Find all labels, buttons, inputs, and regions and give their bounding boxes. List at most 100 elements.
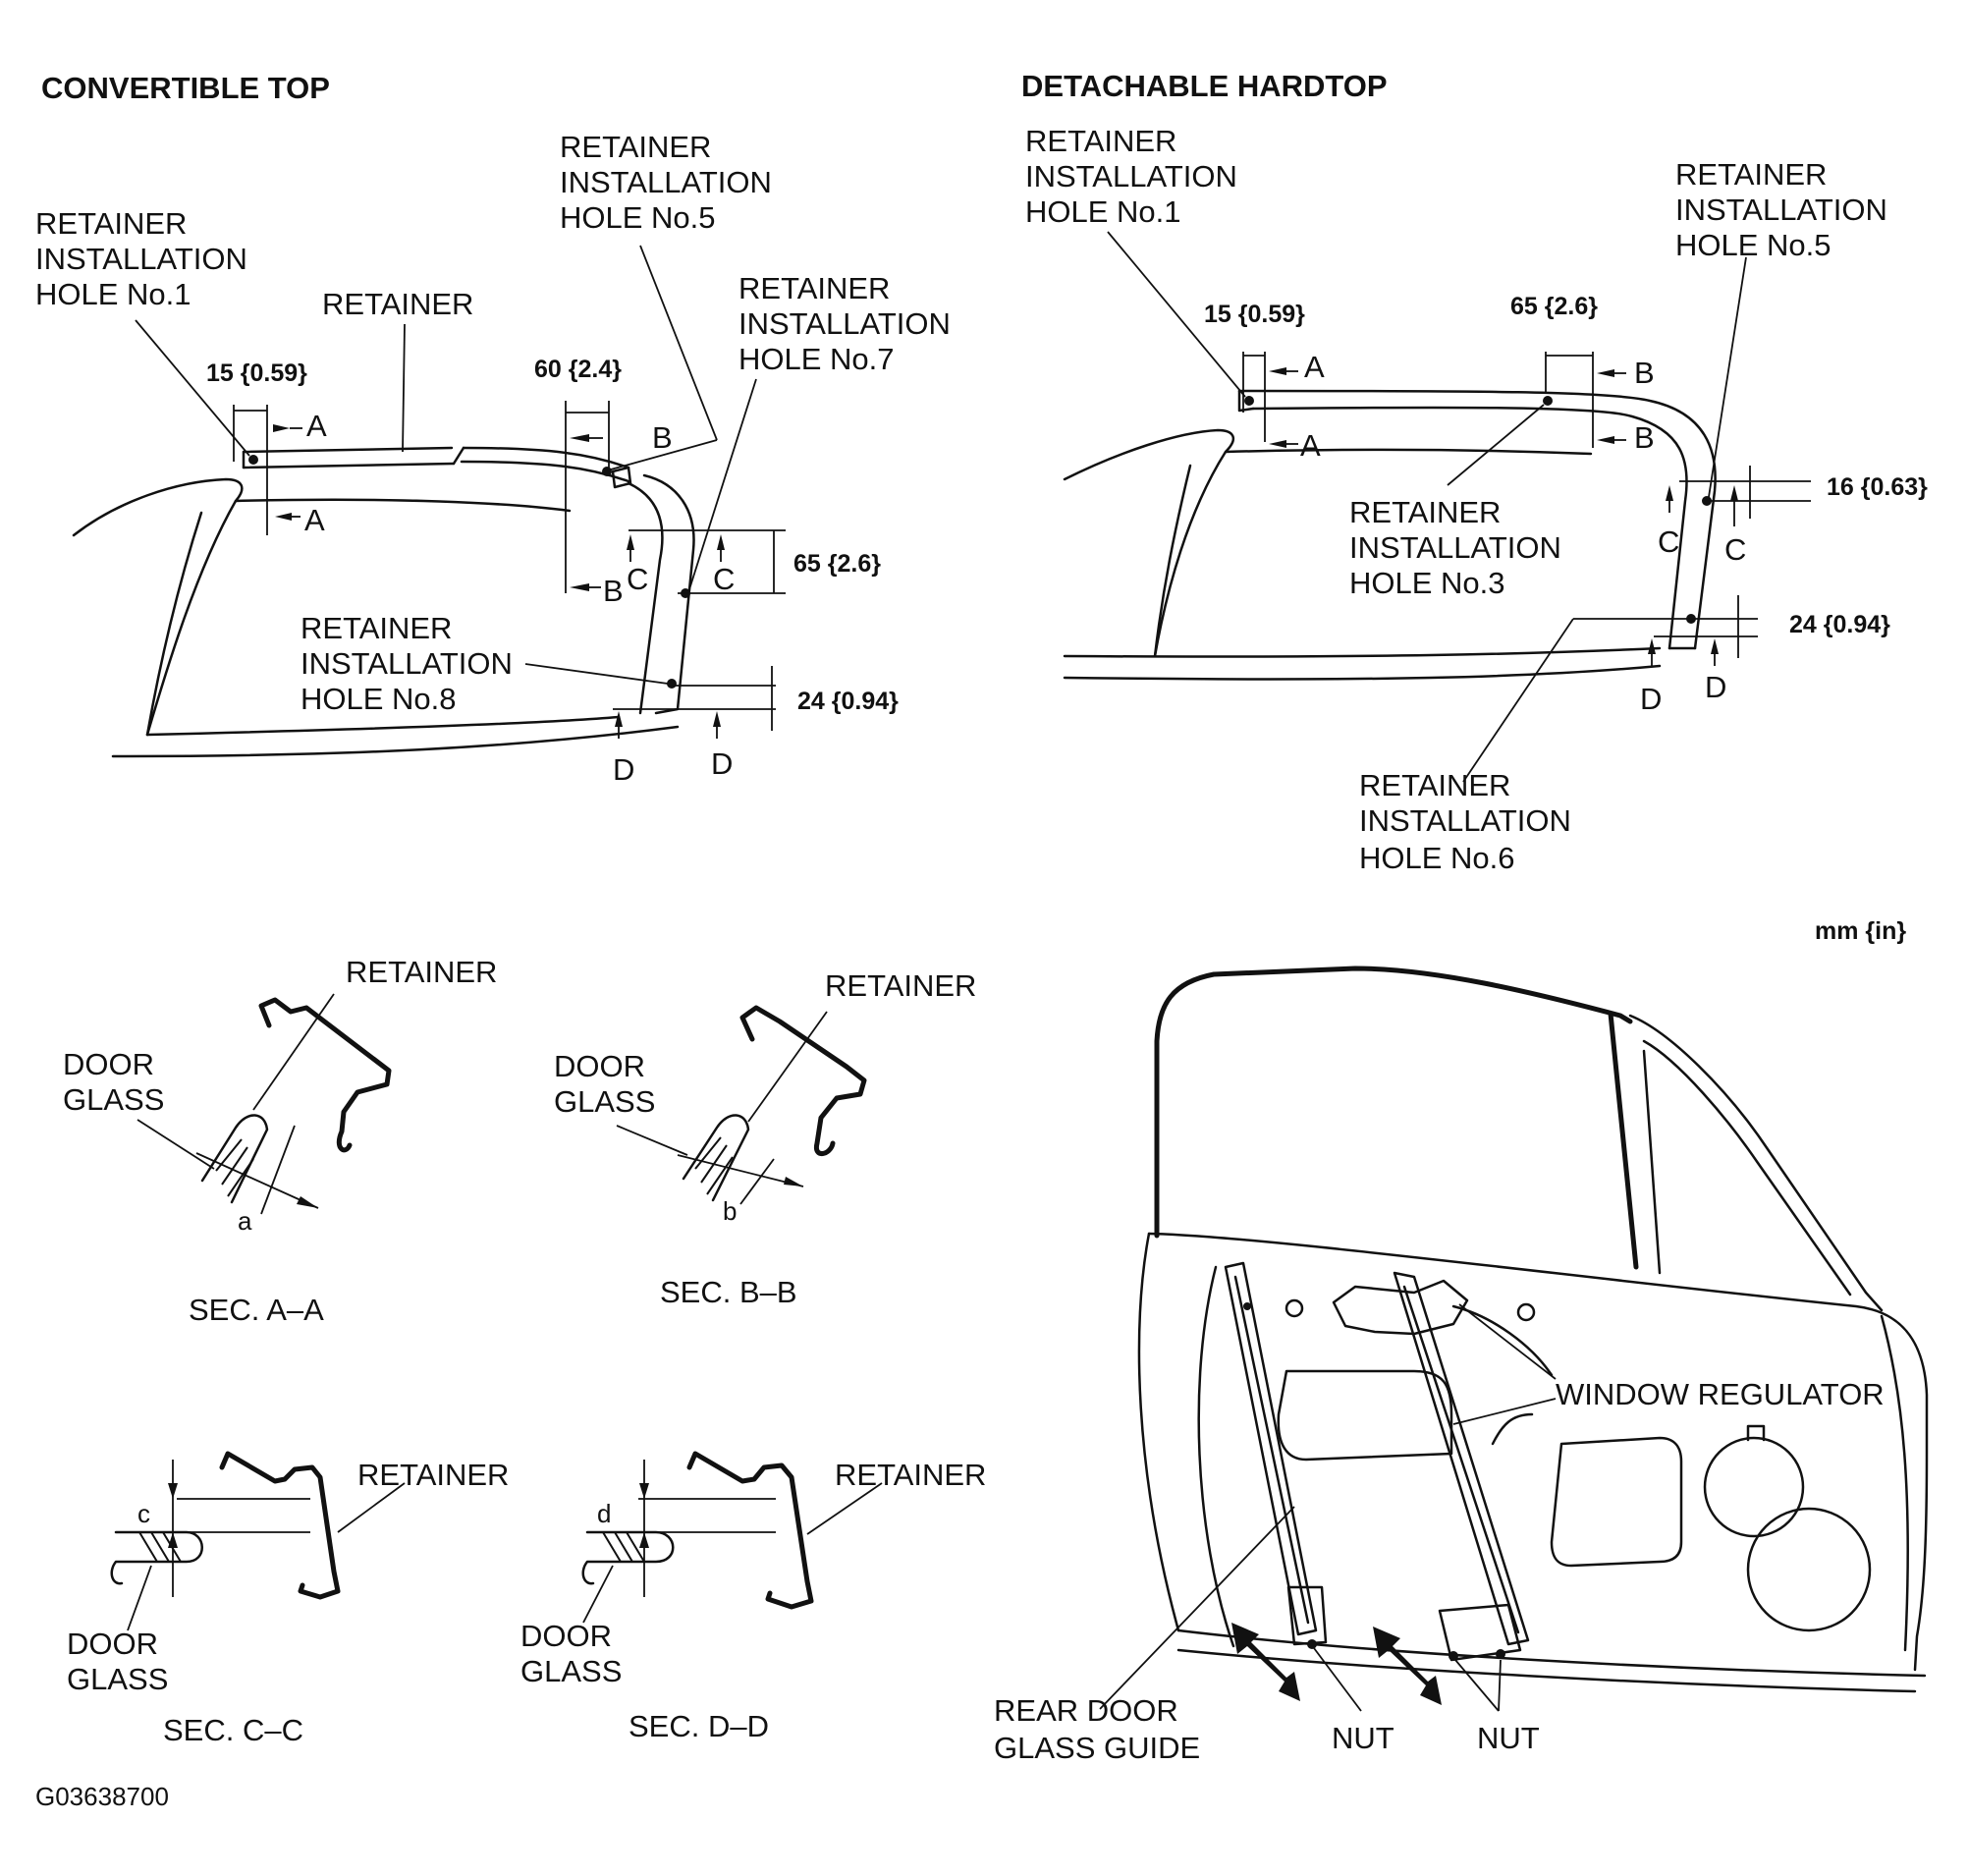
sec-bb-dim-leader — [739, 1158, 775, 1205]
conv-retainer-strip-bottom — [242, 460, 630, 483]
hard-section-d-right: D — [1705, 670, 1726, 704]
door-access-hole-1 — [1277, 1369, 1453, 1462]
conv-hole-8-leader — [524, 663, 669, 685]
hard-section-a-top: A — [1304, 350, 1325, 384]
sec-aa-glass-hatch — [215, 1138, 254, 1197]
sec-dd-title: SEC. D–D — [629, 1709, 769, 1743]
section-d-d: RETAINER d DOOR GLASS SEC. D–D — [520, 1451, 986, 1743]
hard-arrow-a-top — [1269, 367, 1286, 375]
detachable-hardtop-diagram: 15 {0.59} A A 65 {2.6} B B 16 {0.63} C C — [1025, 124, 1928, 875]
sec-dd-glass-label: DOOR GLASS — [520, 1619, 622, 1688]
conv-dim-a-value: 15 {0.59} — [206, 359, 307, 387]
conv-car-top-edge — [234, 498, 572, 513]
convertible-top-diagram: 15 {0.59} A A 60 {2.4} B B 65 {2.6} C C … — [35, 130, 959, 787]
conv-car-windshield-inner — [145, 511, 203, 737]
nut-right-leader-2 — [1498, 1659, 1502, 1712]
sec-cc-dim-arrow-top — [168, 1483, 178, 1499]
conv-hole-8-dot — [667, 679, 677, 689]
hard-car-windshield-outer — [1063, 428, 1235, 658]
window-regulator-label: WINDOW REGULATOR — [1556, 1377, 1885, 1411]
sec-cc-retainer-label: RETAINER — [357, 1458, 509, 1492]
window-regulator-top-bracket — [1332, 1279, 1469, 1336]
sec-bb-glass-leader — [616, 1125, 688, 1156]
conv-section-c-left: C — [627, 562, 648, 596]
hard-car-top-edge — [1224, 448, 1593, 456]
sec-bb-glass-hatch — [694, 1136, 734, 1195]
door-panel-bottom — [1176, 1628, 1927, 1678]
door-speaker-hole — [1703, 1436, 1805, 1538]
door-panel-bottom-2 — [1176, 1648, 1917, 1693]
door-panel-outline — [1147, 1232, 1929, 1672]
conv-section-d-right: D — [711, 746, 733, 781]
conv-retainer-strip-top — [242, 446, 630, 469]
sec-cc-retainer-leader — [337, 1482, 406, 1533]
conv-hole-8-label: RETAINER INSTALLATION HOLE No.8 — [301, 611, 521, 716]
nut-left-leader — [1313, 1647, 1362, 1712]
conv-dim-b-value: 60 {2.4} — [534, 356, 622, 383]
nut-left-label: NUT — [1332, 1721, 1394, 1755]
sec-cc-dim-letter: c — [137, 1499, 150, 1528]
door-inner-rear-edge — [1880, 1314, 1909, 1652]
hard-hole-1-leader — [1107, 231, 1246, 398]
door-small-tab — [1746, 1424, 1766, 1442]
conv-section-a-bottom: A — [304, 503, 325, 537]
sec-cc-glass-label: DOOR GLASS — [67, 1627, 168, 1696]
sec-aa-dim-line — [195, 1152, 319, 1209]
hard-hole-6-label: RETAINER INSTALLATION HOLE No.6 — [1359, 768, 1580, 875]
sec-dd-glass-hatch — [602, 1531, 645, 1563]
window-regulator-motor — [1438, 1603, 1522, 1662]
sec-dd-glass-leader — [582, 1565, 614, 1624]
rear-door-glass-guide-label: REAR DOOR GLASS GUIDE — [994, 1693, 1200, 1765]
door-access-hole-2 — [1550, 1436, 1683, 1568]
conv-hole-1-dot — [248, 455, 258, 465]
conv-car-beltline — [145, 715, 621, 737]
hard-hole-3-label: RETAINER INSTALLATION HOLE No.3 — [1349, 495, 1570, 600]
rear-glass-guide-foot — [1286, 1585, 1328, 1646]
rear-guide-move-arrow — [1231, 1623, 1300, 1701]
hard-arrow-a-bottom — [1269, 440, 1286, 448]
hard-retainer-top — [1237, 389, 1717, 650]
conv-arrow-c-right — [717, 534, 725, 550]
conv-arrow-a-top — [273, 424, 290, 432]
door-rivet-1 — [1243, 1302, 1251, 1310]
conv-arrow-a-bottom — [275, 513, 292, 521]
window-regulator-arm-inner — [1402, 1285, 1520, 1634]
window-regulator-leader-2 — [1452, 1398, 1557, 1425]
units-label: mm {in} — [1815, 917, 1906, 945]
hard-hole-1-label: RETAINER INSTALLATION HOLE No.1 — [1025, 124, 1246, 229]
window-regulator-leader-1 — [1458, 1303, 1557, 1380]
conv-retainer-label: RETAINER — [322, 287, 473, 321]
window-regulator-arm — [1393, 1271, 1530, 1646]
hard-dim-b-value: 65 {2.6} — [1510, 293, 1598, 320]
hard-arrow-c-left — [1666, 485, 1673, 501]
sec-aa-retainer-shape — [258, 997, 392, 1153]
conv-hole-7-label: RETAINER INSTALLATION HOLE No.7 — [738, 271, 959, 376]
hard-hole-5-dot — [1702, 496, 1712, 506]
sec-aa-retainer-leader — [252, 993, 335, 1111]
nut-left-dot — [1307, 1639, 1317, 1649]
sec-aa-glass-label: DOOR GLASS — [63, 1047, 164, 1117]
sec-cc-glass-outline — [110, 1530, 203, 1585]
section-c-c: RETAINER c DOOR GLASS SEC. C–C — [67, 1451, 509, 1747]
conv-hole-1-leader — [135, 319, 250, 457]
conv-quarter-bracket — [611, 466, 632, 489]
sec-aa-title: SEC. A–A — [189, 1293, 324, 1327]
sec-cc-dim-arrow-bottom — [168, 1532, 178, 1548]
conv-retainer-strip-end — [242, 446, 465, 469]
hard-arrow-d-left — [1648, 638, 1656, 654]
door-bolt-2 — [1516, 1302, 1536, 1322]
hard-arrow-d-right — [1711, 638, 1719, 654]
sec-aa-retainer-label: RETAINER — [346, 955, 497, 989]
conv-section-d-left: D — [613, 752, 634, 787]
hard-hole-5-label: RETAINER INSTALLATION HOLE No.5 — [1675, 157, 1896, 262]
nut-right-dot-1 — [1449, 1651, 1458, 1661]
hard-car-windshield-inner — [1153, 464, 1192, 658]
door-quarter-inner-2 — [1642, 1049, 1662, 1275]
conv-car-lower-line — [111, 725, 680, 758]
sec-dd-dim-arrow-bottom — [639, 1532, 649, 1548]
sec-dd-retainer-shape — [686, 1451, 814, 1610]
conv-hole-5-dot — [602, 467, 612, 476]
conv-car-windshield-outer — [72, 477, 244, 737]
title-convertible-top: CONVERTIBLE TOP — [41, 71, 330, 105]
